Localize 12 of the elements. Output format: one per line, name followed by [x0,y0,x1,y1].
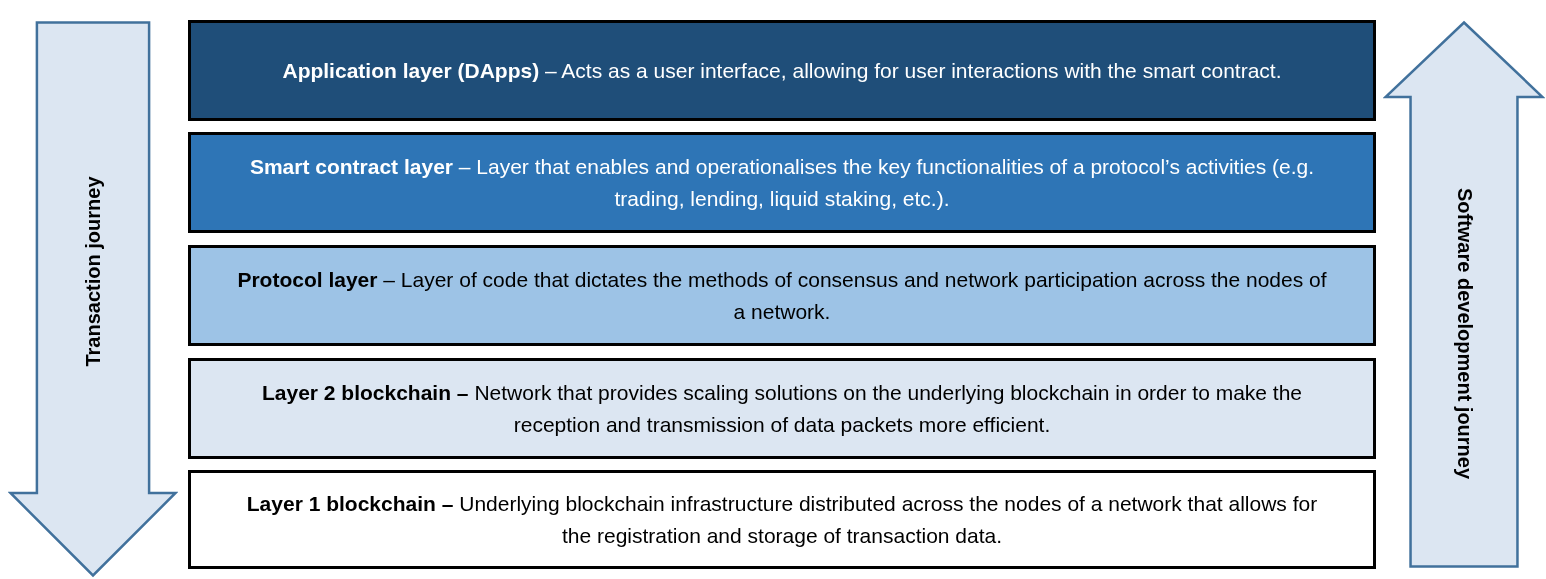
arrow-label: Software development journey [1452,187,1476,479]
layer-box [188,470,1376,569]
layer-description: Protocol layer – Layer of code that dictates the methods of consensus and network participation across the nodes of a network. [236,267,1328,325]
arrow-label: Transaction journey [81,176,105,367]
layer-description: Smart contract layer – Layer that enables and operationalises the key functionalities of a protocol’s activities (e.g. trading, lending, liquid staking, etc.). [248,154,1316,212]
layer-box [188,245,1376,346]
layer-box [188,358,1376,459]
layer-description: Layer 1 blockchain – Underlying blockchain infrastructure distributed across the nodes of a network that allows for the registration and storage of transaction data. [245,491,1319,549]
layer-description: Layer 2 blockchain – Network that provides scaling solutions on the underlying blockchain in order to make the reception and transmission of data packets more efficient. [260,380,1304,438]
layer-box [188,132,1376,233]
layer-box [188,20,1376,121]
layer-description: Application layer (DApps) – Acts as a user interface, allowing for user interactions with the smart contract. [282,57,1282,84]
